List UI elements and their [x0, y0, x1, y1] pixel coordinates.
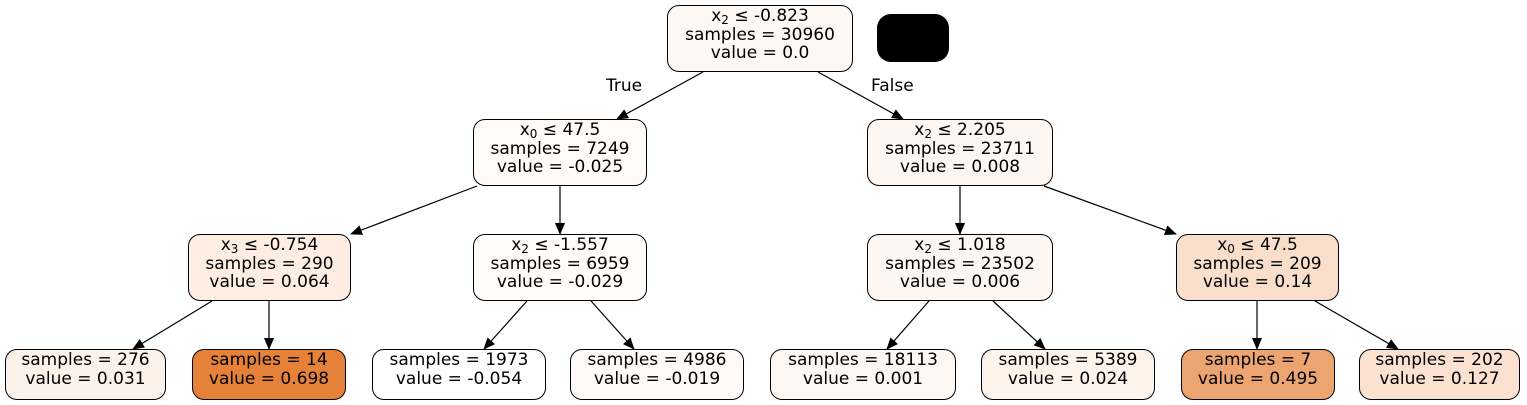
edge-n0-n2 — [817, 71, 904, 120]
split-condition: x0 ≤ 47.5 — [1217, 235, 1298, 256]
edge-n5-n12 — [992, 300, 1046, 350]
samples-count: samples = 5389 — [998, 350, 1138, 370]
samples-count: samples = 14 — [210, 350, 328, 370]
node-value: value = 0.001 — [802, 368, 924, 389]
node-value: value = -0.025 — [496, 157, 624, 177]
samples-count: samples = 209 — [1193, 253, 1322, 274]
samples-count: samples = 7249 — [490, 138, 630, 159]
edge-n2-n6 — [1043, 185, 1177, 235]
samples-count: samples = 7 — [1204, 350, 1312, 370]
samples-count: samples = 6959 — [490, 253, 630, 274]
edge-n4-n10 — [590, 300, 635, 350]
split-condition: x0 ≤ 47.5 — [519, 120, 601, 141]
samples-count: samples = 4986 — [587, 350, 727, 370]
node-value: value = 0.031 — [25, 368, 146, 389]
node-value: value = 0.0 — [710, 43, 810, 63]
edge-n6-n14 — [1314, 300, 1399, 350]
node-value: value = 0.024 — [1007, 368, 1129, 389]
samples-count: samples = 202 — [1375, 350, 1504, 370]
node-value: value = -0.029 — [496, 272, 624, 292]
split-condition: x3 ≤ -0.754 — [220, 235, 319, 256]
true-edge-label: True — [606, 76, 643, 96]
node-value: value = 0.127 — [1379, 368, 1500, 389]
node-value: value = -0.019 — [593, 368, 721, 389]
node-value: value = 0.006 — [899, 272, 1021, 292]
legend-swatch — [877, 14, 949, 62]
node-value: value = 0.14 — [1202, 272, 1313, 292]
node-value: value = 0.698 — [208, 368, 330, 389]
false-edge-label: False — [871, 76, 914, 96]
node-value: value = -0.054 — [395, 368, 523, 389]
edge-n0-n1 — [616, 71, 704, 120]
split-condition: x2 ≤ -0.823 — [711, 6, 809, 27]
edge-n5-n11 — [886, 300, 930, 350]
samples-count: samples = 23502 — [885, 253, 1035, 274]
node-value: value = 0.495 — [1197, 368, 1319, 389]
samples-count: samples = 276 — [21, 350, 150, 370]
split-condition: x2 ≤ 2.205 — [914, 120, 1006, 141]
node-value: value = 0.008 — [899, 157, 1021, 177]
split-condition: x2 ≤ 1.018 — [914, 235, 1006, 256]
edge-n3-n7 — [132, 300, 213, 350]
edge-n4-n9 — [483, 300, 528, 350]
edge-n1-n3 — [350, 185, 478, 235]
samples-count: samples = 23711 — [885, 138, 1035, 159]
samples-count: samples = 30960 — [685, 24, 835, 45]
samples-count: samples = 18113 — [788, 350, 938, 370]
samples-count: samples = 1973 — [389, 350, 529, 370]
split-condition: x2 ≤ -1.557 — [511, 235, 609, 256]
node-value: value = 0.064 — [209, 272, 330, 292]
samples-count: samples = 290 — [205, 253, 334, 274]
